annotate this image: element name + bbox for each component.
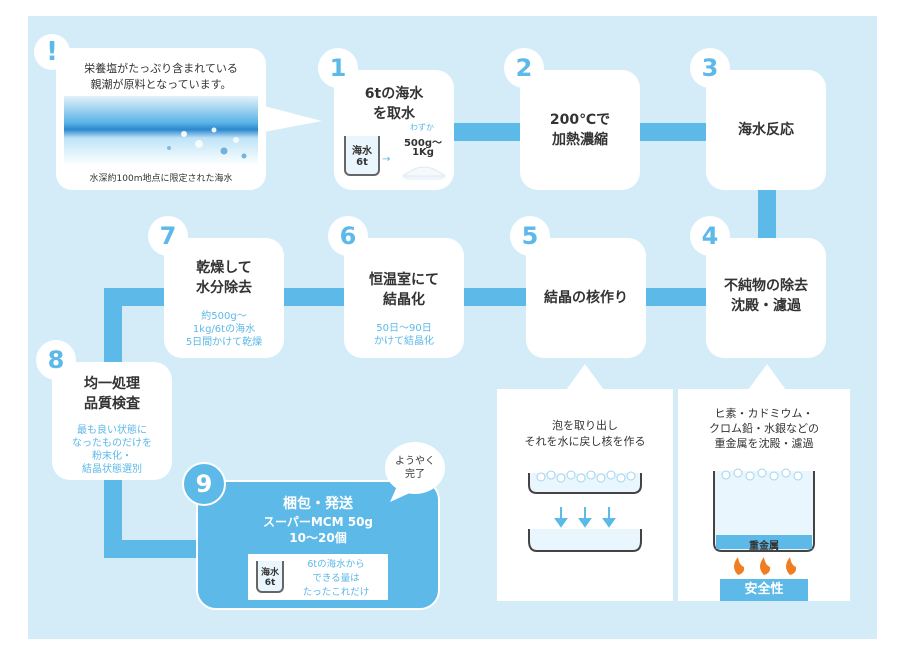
detail-4-pointer	[748, 364, 786, 390]
step-9-jar-label-2: 6t	[264, 578, 276, 588]
step-6-sub-1: 50日～90日	[376, 323, 432, 334]
detail-5-text-1: 泡を取り出し	[552, 419, 618, 432]
pipe-5-6	[460, 288, 530, 306]
pipe-1-2	[450, 123, 525, 141]
step-9-title-2: スーパーMCM 50g	[262, 515, 374, 529]
step-5-number: 5	[510, 216, 550, 256]
intro-pointer	[264, 106, 322, 132]
detail-5-panel: 泡を取り出し それを水に戻し核を作る	[497, 389, 673, 601]
step-4-number: 4	[690, 216, 730, 256]
flame-icons	[734, 557, 797, 575]
step-5-card: 結晶の核作り	[526, 238, 646, 358]
step-3-card: 海水反応	[706, 70, 826, 190]
step-4-title-1: 不純物の除去	[724, 278, 808, 294]
completion-bubble-shape	[385, 442, 445, 502]
step-7-title-2: 水分除去	[196, 280, 252, 296]
step-9-title-3: 10～20個	[289, 531, 347, 545]
step-8-sub-4: 結晶状態選別	[82, 464, 142, 475]
step-6-sub-2: かけて結晶化	[374, 336, 434, 347]
step-9-title-1: 梱包・発送	[283, 496, 353, 512]
step-9-info-box: 海水 6t 6tの海水から できる量は たったこれだけ	[248, 554, 388, 600]
step-2-title-2: 加熱濃縮	[552, 132, 608, 148]
step-2-number: 2	[504, 48, 544, 88]
completion-bubble-text-1: ようやく	[395, 456, 435, 467]
precipitation-pot-illustration	[713, 468, 815, 575]
step-6-title-1: 恒温室にて	[369, 272, 439, 288]
step-8-sub-1: 最も良い状態に	[77, 425, 147, 436]
pipe-7-8-v	[104, 288, 122, 368]
step-9-note-1: 6tの海水から	[307, 559, 365, 570]
pipe-6-7	[280, 288, 350, 306]
amount-2: 1Kg	[412, 147, 434, 158]
pipe-3-4	[758, 185, 776, 240]
step-2-card: 200℃で 加熱濃縮	[520, 70, 640, 190]
step-6-card: 恒温室にて 結晶化 50日～90日 かけて結晶化	[344, 238, 464, 358]
step-3-title-1: 海水反応	[738, 122, 794, 138]
step-8-card: 均一処理 品質検査 最も良い状態に なったものだけを 粉末化・ 結晶状態選別	[52, 362, 172, 480]
step-7-sub-3: 5日間かけて乾燥	[185, 337, 263, 348]
step-8-number: 8	[36, 340, 76, 380]
step-9-number: 9	[182, 462, 226, 506]
pipe-8-9-h	[104, 540, 204, 558]
intro-card: 栄養塩がたっぷり含まれている 親潮が原料となっています。 水深約100m地点に限…	[56, 48, 266, 190]
pipe-4-5	[640, 288, 715, 306]
step-4-card: 不純物の除去 沈殿・濾過	[706, 238, 826, 358]
pipe-2-3	[636, 123, 711, 141]
step-3-number: 3	[690, 48, 730, 88]
jar-label-1: 海水	[352, 146, 372, 157]
small-amount-note: わずか	[410, 123, 434, 132]
step-6-number: 6	[328, 216, 368, 256]
step-1-number: 1	[318, 48, 358, 88]
jar-label-2: 6t	[356, 157, 368, 168]
detail-4-text-1: ヒ素・カドミウム・	[714, 407, 814, 420]
step-9-note-2: できる量は	[312, 573, 360, 584]
intro-text-1: 栄養塩がたっぷり含まれている	[84, 62, 238, 75]
intro-caption: 水深約100m地点に限定された海水	[89, 174, 233, 184]
exclamation-icon: !	[34, 34, 70, 70]
step-8-sub-3: 粉末化・	[92, 451, 132, 462]
heavy-metal-label: 重金属	[749, 541, 779, 552]
arrow-right-icon: →	[382, 154, 391, 165]
step-5-title-1: 結晶の核作り	[544, 290, 628, 306]
detail-5-text-2: それを水に戻し核を作る	[524, 435, 646, 448]
step-7-sub-1: 約500g～	[201, 311, 247, 322]
step-8-sub-2: なったものだけを	[72, 438, 152, 449]
step-6-title-2: 結晶化	[383, 292, 425, 308]
step-7-title-1: 乾燥して	[196, 260, 252, 276]
step-9-card: 梱包・発送 スーパーMCM 50g 10～20個 海水 6t 6tの海水から で…	[196, 480, 440, 610]
step-7-sub-2: 1kg/6tの海水	[192, 324, 256, 335]
step-9-note-3: たったこれだけ	[302, 587, 370, 598]
step-8-title-1: 均一処理	[84, 376, 140, 392]
salt-pile-image	[402, 166, 446, 180]
intro-text-2: 親潮が原料となっています。	[90, 78, 232, 91]
step-1-title-1: 6tの海水	[364, 86, 424, 102]
detail-4-text-3: 重金属を沈殿・濾過	[714, 437, 814, 450]
step-1-title-2: を取水	[373, 106, 415, 122]
amount-1: 500g～	[403, 138, 443, 149]
step-7-number: 7	[148, 216, 188, 256]
step-1-card: 6tの海水 を取水 海水 6t → わずか 500g～ 1Kg	[334, 70, 454, 190]
step-9-jar: 海水 6t	[256, 561, 284, 593]
sea-water-photo	[64, 96, 258, 166]
step-8-title-2: 品質検査	[84, 396, 140, 412]
completion-bubble-text-2: 完了	[405, 469, 425, 480]
seawater-jar: 海水 6t	[344, 136, 380, 176]
bubble-transfer-illustration	[528, 470, 642, 552]
water-bubbles-image	[167, 127, 247, 159]
step-4-title-2: 沈殿・濾過	[731, 298, 801, 314]
step-9-jar-label-1: 海水	[260, 568, 279, 578]
detail-4-text-2: クロム鉛・水銀などの	[709, 422, 819, 435]
step-2-title-1: 200℃で	[549, 112, 611, 128]
detail-5-pointer	[566, 364, 604, 390]
step-7-card: 乾燥して 水分除去 約500g～ 1kg/6tの海水 5日間かけて乾燥	[164, 238, 284, 358]
detail-4-panel: ヒ素・カドミウム・ クロム鉛・水銀などの 重金属を沈殿・濾過 重金属 安全性	[678, 389, 850, 601]
safety-badge: 安全性	[720, 579, 808, 601]
pipe-8-9-v	[104, 475, 122, 558]
